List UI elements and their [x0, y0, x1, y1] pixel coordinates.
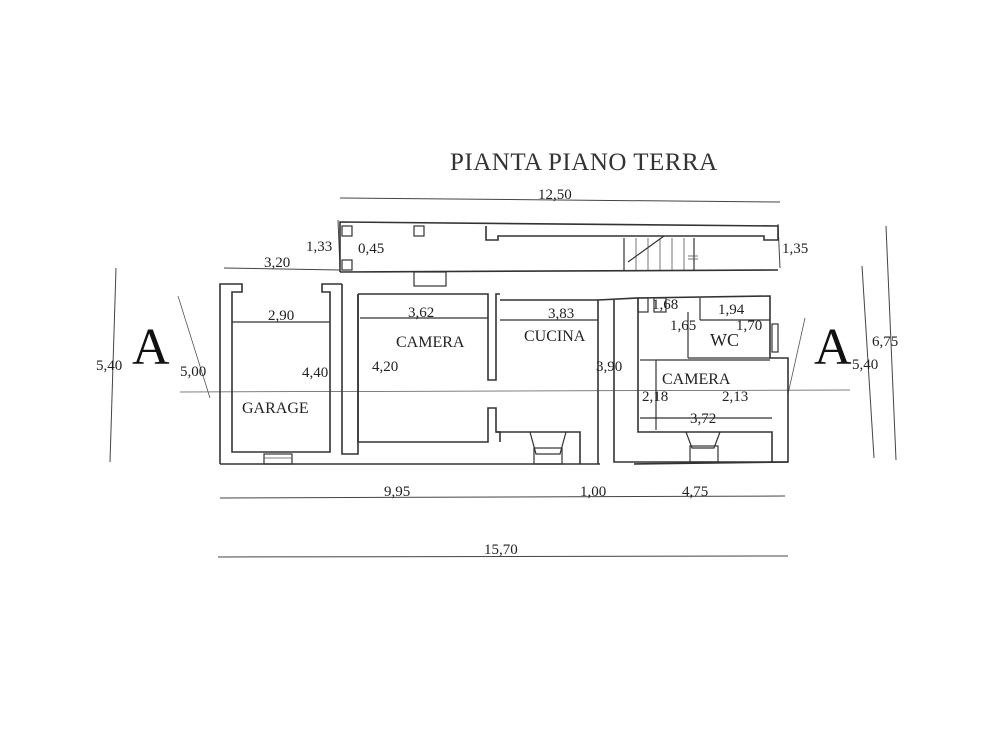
plan-title: PIANTA PIANO TERRA: [450, 149, 718, 176]
room-label-camera: CAMERA: [396, 334, 465, 351]
dim-2-90: 2,90: [268, 308, 294, 324]
dimension-texts: 12,50 1,33 0,45 1,35 3,20 2,90 3,62 3,83…: [96, 187, 898, 558]
dim-2-13: 2,13: [722, 389, 748, 405]
dim-9-95: 9,95: [384, 484, 410, 500]
section-line: [177, 295, 851, 399]
dim-3-90: 3,90: [596, 359, 622, 375]
room-label-wc: WC: [710, 330, 739, 350]
dim-1-00: 1,00: [580, 484, 606, 500]
dim-0-45: 0,45: [358, 241, 384, 257]
dim-1-35: 1,35: [782, 241, 808, 257]
dim-3-62: 3,62: [408, 305, 434, 321]
dim-4-20: 4,20: [372, 359, 398, 375]
dim-1-70: 1,70: [736, 318, 762, 334]
windows: [263, 431, 721, 465]
dim-15-70: 15,70: [484, 542, 518, 558]
section-label-a-right: A: [814, 319, 852, 376]
dim-1-94: 1,94: [718, 302, 745, 318]
dimension-lines: [109, 197, 897, 558]
inner-walls: [232, 297, 779, 430]
dim-5-00: 5,00: [180, 364, 206, 380]
dim-3-83: 3,83: [548, 306, 574, 322]
staircase: [623, 235, 698, 270]
room-label-camera-2: CAMERA: [662, 371, 731, 388]
dim-4-40: 4,40: [302, 365, 328, 381]
dim-3-20: 3,20: [264, 255, 290, 271]
upper-strip: [339, 221, 779, 287]
room-label-cucina: CUCINA: [524, 328, 586, 345]
room-label-garage: GARAGE: [242, 400, 309, 417]
dim-1-33: 1,33: [306, 239, 332, 255]
dim-2-18: 2,18: [642, 389, 668, 405]
section-label-a-left: A: [132, 319, 170, 376]
dim-1-65: 1,65: [670, 318, 696, 334]
dim-12-50: 12,50: [538, 187, 572, 203]
dim-5-40-left: 5,40: [96, 358, 122, 374]
dim-1-68: 1,68: [652, 297, 678, 313]
dim-5-40-right: 5,40: [852, 357, 878, 373]
dim-3-72: 3,72: [690, 411, 716, 427]
dim-6-75: 6,75: [872, 334, 898, 350]
dim-4-75: 4,75: [682, 484, 708, 500]
